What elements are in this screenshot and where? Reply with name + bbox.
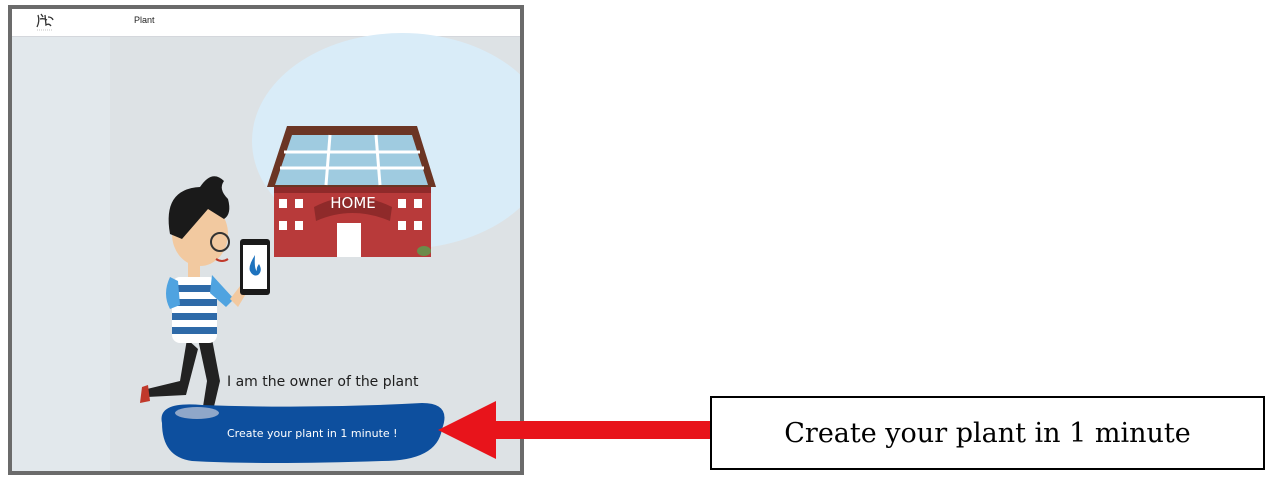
app-screenshot: Plant HOME xyxy=(8,5,524,475)
annotation-callout-text: Create your plant in 1 minute xyxy=(784,417,1191,449)
annotation-callout: Create your plant in 1 minute xyxy=(710,396,1265,470)
annotation-arrow-icon xyxy=(438,401,712,459)
app-title: Plant xyxy=(134,15,155,25)
owner-prompt-text: I am the owner of the plant xyxy=(227,374,419,390)
logo-icon xyxy=(36,13,54,31)
sidebar xyxy=(12,37,110,471)
onboarding-illustration: HOME xyxy=(140,33,520,463)
top-bar: Plant xyxy=(12,9,520,37)
create-button-background[interactable] xyxy=(161,403,445,463)
house-sign: HOME xyxy=(330,194,376,212)
water-drop-icon xyxy=(249,255,261,276)
house-illustration: HOME xyxy=(267,126,436,257)
create-plant-button[interactable]: Create your plant in 1 minute ! xyxy=(227,427,398,440)
person-illustration xyxy=(140,176,250,421)
phone-illustration xyxy=(240,239,270,295)
